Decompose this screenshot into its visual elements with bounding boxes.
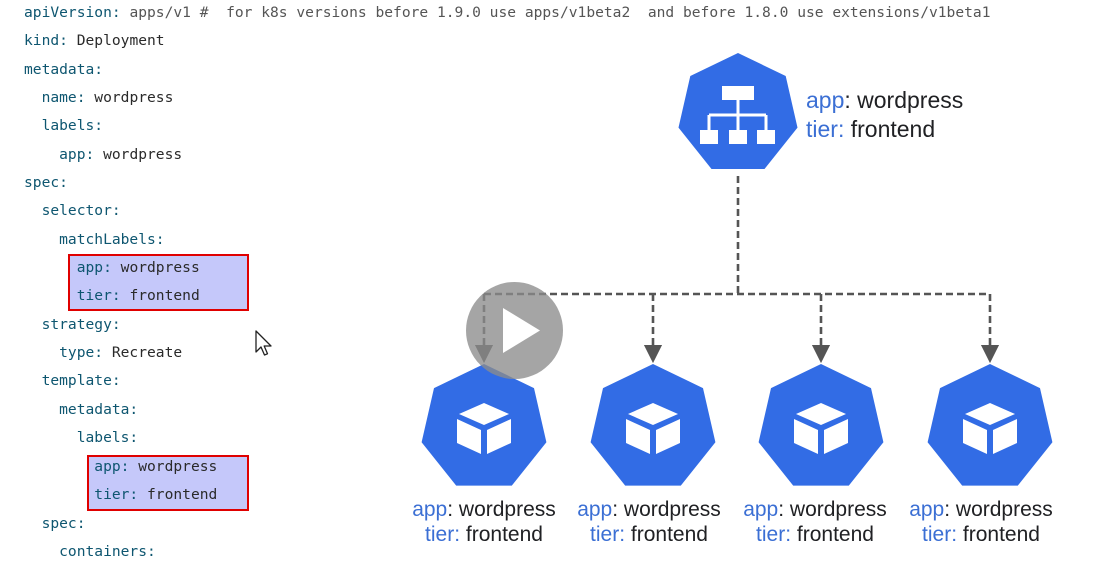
- pod-label: app: wordpress tier: frontend: [577, 498, 721, 546]
- yaml-line: tier: frontend: [24, 287, 200, 304]
- yaml-line: tier: frontend: [24, 486, 218, 503]
- pod-icon: [421, 364, 547, 486]
- yaml-line: strategy:: [24, 316, 121, 333]
- pod-icon: [590, 364, 716, 486]
- yaml-line: kind: Deployment: [24, 32, 165, 49]
- pod-icon: [927, 364, 1053, 486]
- yaml-line: labels:: [24, 429, 139, 446]
- yaml-line: type: Recreate: [24, 344, 183, 361]
- yaml-line: name: wordpress: [24, 89, 174, 106]
- pod-label: app: wordpress tier: frontend: [412, 498, 556, 546]
- yaml-line: template:: [24, 372, 121, 389]
- pod-label: app: wordpress tier: frontend: [743, 498, 887, 546]
- matchlabels-highlight-box: [68, 254, 249, 311]
- service-label: app: wordpress tier: frontend: [806, 87, 964, 142]
- yaml-line: app: wordpress: [24, 146, 183, 163]
- yaml-line: metadata:: [24, 61, 104, 78]
- template-labels-highlight-box: [87, 455, 249, 511]
- yaml-line: matchLabels:: [24, 231, 165, 248]
- mouse-cursor-icon: [255, 330, 272, 356]
- pod-label: app: wordpress tier: frontend: [909, 498, 1053, 546]
- yaml-line: apiVersion: apps/v1 # for k8s versions b…: [24, 4, 991, 21]
- play-button[interactable]: [466, 282, 563, 379]
- pod-icon: [758, 364, 884, 486]
- yaml-line: app: wordpress: [24, 259, 200, 276]
- yaml-line: spec:: [24, 174, 68, 191]
- play-icon: [503, 308, 540, 353]
- yaml-line: labels:: [24, 117, 104, 134]
- service-icon: [678, 53, 798, 169]
- yaml-line: spec:: [24, 515, 86, 532]
- yaml-line: selector:: [24, 202, 121, 219]
- yaml-line: containers:: [24, 543, 156, 560]
- yaml-line: metadata:: [24, 401, 139, 418]
- yaml-line: app: wordpress: [24, 458, 218, 475]
